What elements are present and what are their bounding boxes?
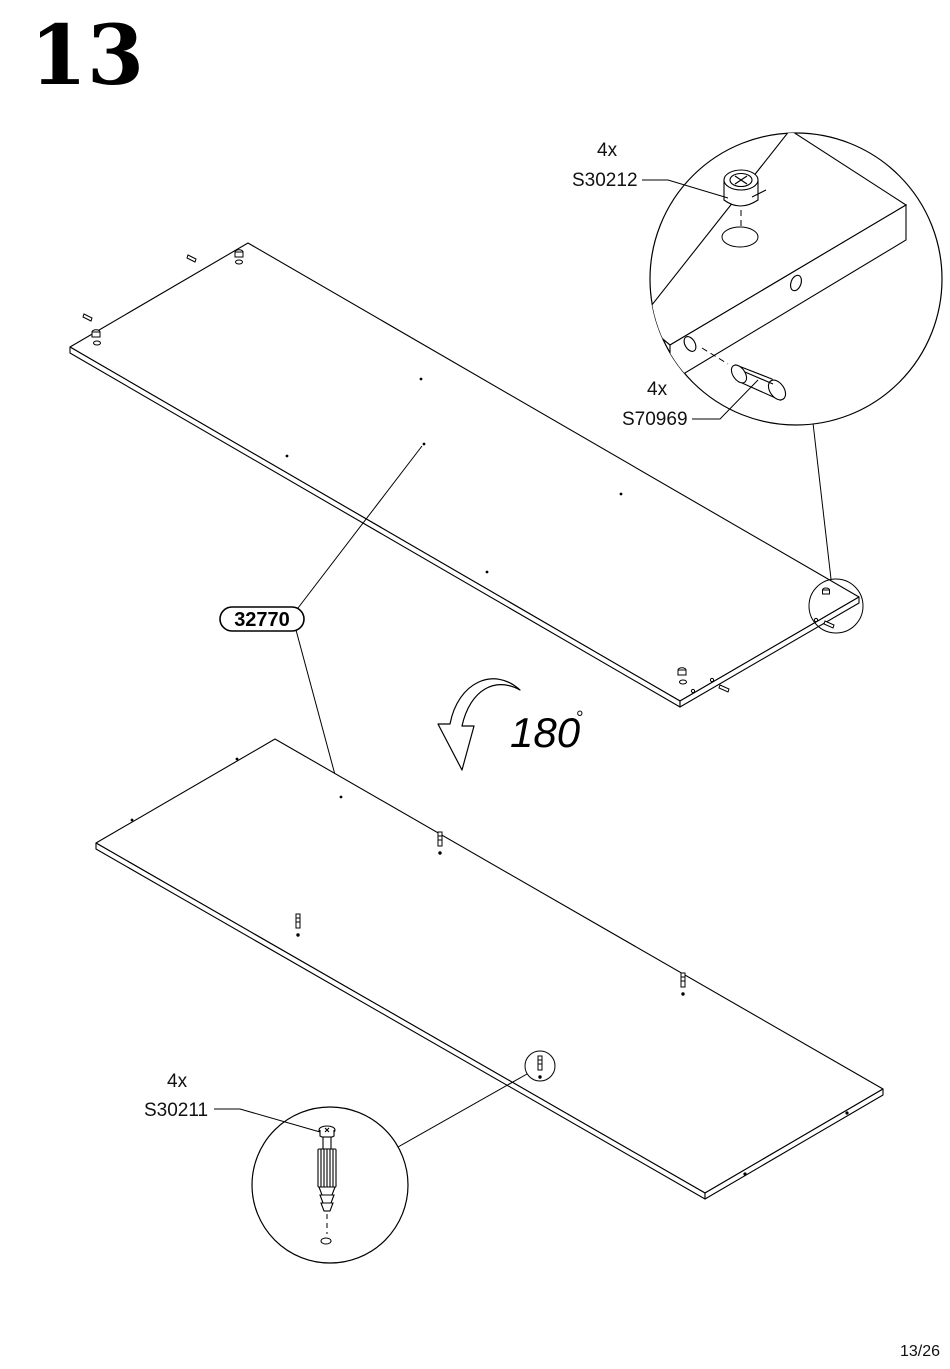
lower-panel xyxy=(96,739,883,1199)
dowel-fitting xyxy=(187,255,196,262)
bolt-hole xyxy=(321,1238,331,1244)
dowel-fitting xyxy=(719,685,729,692)
hardware-code-s30212: S30212 xyxy=(572,170,638,191)
rotate-arrow-icon xyxy=(438,679,520,770)
part-number-label: 32770 xyxy=(234,609,290,631)
cam-housing-hole xyxy=(722,227,758,247)
cam-housing-fitting xyxy=(235,250,243,264)
detail-leader-lower xyxy=(398,1074,527,1147)
hardware-quantity-s30211: 4x xyxy=(167,1071,188,1092)
detail-leader-upper xyxy=(813,423,831,579)
cam-housing-fitting xyxy=(92,330,101,345)
hardware-code-s70969: S70969 xyxy=(622,409,688,430)
page-number: 13/26 xyxy=(900,1343,940,1360)
hardware-code-s30211: S30211 xyxy=(144,1100,208,1121)
dowel-fitting xyxy=(83,314,92,321)
rotation-unit: ° xyxy=(576,708,584,729)
detail-callout-large-lower xyxy=(252,1107,408,1263)
dowel-fitting xyxy=(824,621,834,628)
hardware-quantity-s70969: 4x xyxy=(647,379,668,400)
detail-callout-large-upper xyxy=(640,130,942,425)
rotation-angle: 180 xyxy=(510,709,581,756)
step-number: 13 xyxy=(30,8,144,104)
cam-housing-fitting xyxy=(823,588,830,594)
hardware-quantity-s30212: 4x xyxy=(597,140,618,161)
